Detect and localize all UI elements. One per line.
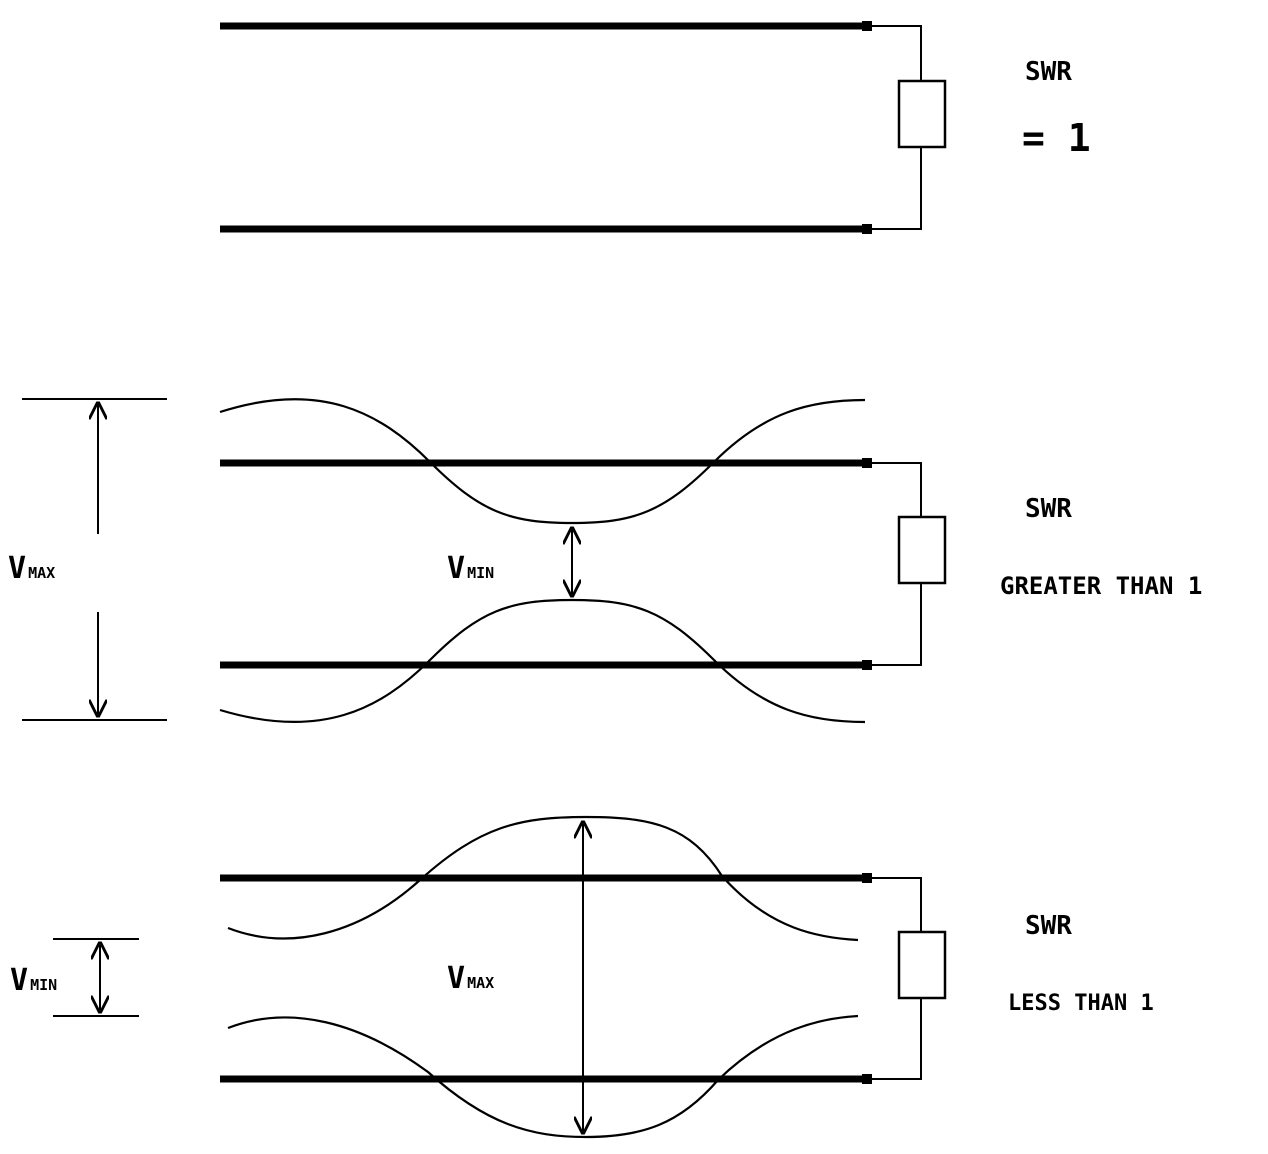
load-resistor <box>897 930 947 1000</box>
lower-voltage-wave <box>227 1014 859 1139</box>
top-terminal <box>862 873 872 883</box>
load-wire <box>870 877 922 932</box>
swr-value: = 1 <box>1022 116 1091 160</box>
load-resistor <box>897 515 947 585</box>
bottom-terminal <box>862 660 872 670</box>
panel-swr-equal-one: SWR = 1 <box>220 21 1091 234</box>
upper-voltage-wave <box>227 815 859 942</box>
swr-label: SWR <box>1025 911 1072 941</box>
lower-voltage-wave <box>219 598 866 724</box>
top-terminal <box>862 21 872 31</box>
load-resistor <box>897 79 947 149</box>
load-wire-return <box>870 583 922 666</box>
load-wire <box>870 25 922 81</box>
load-wire-return <box>870 147 922 230</box>
swr-value: GREATER THAN 1 <box>1000 572 1202 600</box>
swr-label: SWR <box>1025 494 1072 524</box>
swr-value: LESS THAN 1 <box>1008 991 1154 1016</box>
load-wire-return <box>870 998 922 1080</box>
bottom-terminal <box>862 1074 872 1084</box>
swr-label: SWR <box>1025 57 1072 87</box>
upper-voltage-wave <box>219 398 866 525</box>
bottom-terminal <box>862 224 872 234</box>
top-terminal <box>862 458 872 468</box>
load-wire <box>870 462 922 517</box>
